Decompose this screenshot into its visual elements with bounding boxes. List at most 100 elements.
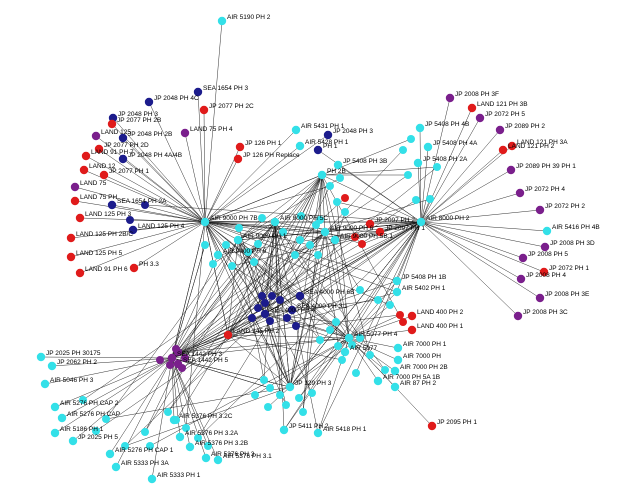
node-label-air-5276-ph-cap-1: AIR 5276 PH CAP 1: [115, 447, 174, 454]
edge: [79, 221, 206, 274]
node-jp-2048-ph-4a-4b: [118, 154, 128, 164]
node-label-air-7000-ph-1: AIR 7000 PH 1: [403, 341, 447, 348]
node-air-5376-ph-3-1: [213, 455, 223, 465]
graph-node: [126, 216, 134, 224]
node-sea-4000-ph-3-1: [287, 305, 297, 315]
graph-node: [194, 434, 202, 442]
edge: [348, 291, 398, 339]
graph-node: [258, 214, 266, 222]
node-jp-2048-ph-4c: [144, 97, 154, 107]
node-air-9000-ph-8: [213, 250, 223, 260]
node-label-air-5376-ph-3-1: AIR 5376 PH 3.1: [223, 453, 272, 460]
edge: [324, 198, 431, 233]
edge: [98, 148, 206, 223]
edge: [289, 221, 422, 388]
edge: [302, 231, 326, 413]
edge: [324, 231, 339, 347]
graph-node: [333, 198, 341, 206]
node-label-land-400-ph-1: LAND 400 PH 1: [417, 323, 464, 330]
graph-node: [141, 428, 149, 436]
node-label-air-5186-ph-1: AIR 5186 PH 1: [60, 426, 104, 433]
node-land-121-ph-3a: [507, 141, 517, 151]
edge: [348, 314, 401, 339]
node-label-air-5333-ph-3a: AIR 5333 PH 3A: [121, 460, 169, 467]
node-jp-2077-ph-1: [99, 170, 109, 180]
node-sea-1442-ph-5: [173, 359, 183, 369]
edge: [148, 101, 206, 223]
node-label-jp-2048-ph-3: JP 2048 PH 3: [118, 111, 158, 118]
node-label-air-5376-ph-3-2a: AIR 5376 PH 3.2A: [185, 430, 239, 437]
graph-node: [356, 286, 364, 294]
node-label-jp-5408-ph-2b: PH 2B: [327, 168, 346, 175]
node-jp-2077-ph-2c: [199, 105, 209, 115]
node-jp-2048-ph-2b: [118, 133, 128, 143]
edge: [171, 357, 209, 447]
node-label-air-5416-ph-4b: AIR 5416 PH 4B: [552, 224, 600, 231]
node-land-125-ph-5: [66, 252, 76, 262]
edge: [420, 221, 546, 248]
node-label-land-400-ph-2: LAND 400 PH 2: [417, 309, 464, 316]
node-label-air-9000-ph-7b: AIR 9000 PH 7B: [210, 215, 258, 222]
node-label-sea-1654-ph-3: SEA 1654 PH 3: [203, 85, 249, 92]
node-land-121-ph-2: [498, 145, 508, 155]
graph-node: [407, 135, 415, 143]
node-label-land-121-ph-2: LAND 121 PH 2: [508, 143, 555, 150]
edge: [420, 169, 512, 223]
node-label-air-9000-ph-6: AIR 9000 PH 6: [330, 225, 374, 232]
node-jp-5408-ph-4a: [423, 142, 433, 152]
graph-node: [228, 262, 236, 270]
edge: [171, 357, 191, 448]
node-label-jp-2048-ph-4a-4b: JP 2048 PH 4A/4B: [128, 152, 182, 159]
edge: [264, 185, 331, 315]
node-label-jp-5408-ph-3b: JP 5408 PH 3B: [343, 158, 387, 165]
node-land-121-ph-3b: [467, 103, 477, 113]
graph-node: [268, 292, 276, 300]
edge: [185, 221, 206, 429]
edge: [320, 174, 326, 233]
graph-node: [356, 334, 364, 342]
node-label-jp-2025-ph-5: JP 2025 PH 5: [78, 434, 118, 441]
node-jp-5408-ph-2a: [413, 158, 423, 168]
node-label-sea-4000-ph-4: SEA 4000 PH 4: [270, 307, 316, 314]
node-land-125-ph-4: [91, 131, 101, 141]
node-label-jp-2008-ph-3d: JP 2008 PH 3D: [550, 240, 595, 247]
node-label-land-121-ph-3a: LAND 121 PH 3A: [517, 139, 568, 146]
node-label-land-125-ph-5: LAND 125 PH 5: [76, 250, 123, 257]
node-air-5376-ph-3-2a: [175, 432, 185, 442]
node-air-5333-ph-3a: [111, 462, 121, 472]
edge: [379, 221, 422, 233]
node-label-sea-1442-ph-5: SEA 1442 PH 5: [183, 357, 229, 364]
node-label-jp-2097-ph-1: JP 2097 PH 1: [385, 225, 425, 232]
graph-node: [254, 304, 262, 312]
graph-node: [433, 163, 441, 171]
graph-node: [306, 241, 314, 249]
graph-node: [209, 260, 217, 268]
node-label-jp-2089-ph-39: JP 2089 PH 39 PH 1: [516, 163, 576, 170]
node-jp-2025-ph-30175: [36, 352, 46, 362]
edge: [70, 221, 206, 239]
edge: [227, 239, 239, 336]
edge: [274, 221, 326, 233]
node-label-air-8000-ph-2: AIR 8000 PH 2: [426, 215, 470, 222]
node-label-jp-5408-ph-4b: JP 5408 PH 4B: [425, 121, 469, 128]
edge: [298, 221, 422, 399]
graph-node: [314, 251, 322, 259]
node-jp-5408-ph-2b: [317, 170, 327, 180]
edge: [420, 146, 429, 223]
edge: [237, 177, 341, 241]
node-label-jp-2072-ph-4: JP 2072 PH 4: [525, 186, 565, 193]
node-air-9000-ph-7b: [200, 217, 210, 227]
graph-node: [338, 356, 346, 364]
node-air-5276-ph-cap-2: [50, 402, 60, 412]
edge: [171, 357, 181, 438]
node-air-5376-ph-3-1b: [201, 453, 211, 463]
graph-node: [244, 248, 252, 256]
edge: [74, 200, 206, 223]
graph-node: [121, 442, 129, 450]
edge: [420, 145, 513, 223]
node-label-air-5333-ph-1: AIR 5333 PH 1: [157, 472, 201, 479]
node-sea-4000-ph-4: [260, 309, 270, 319]
node-land-75-ph-3: [70, 182, 80, 192]
